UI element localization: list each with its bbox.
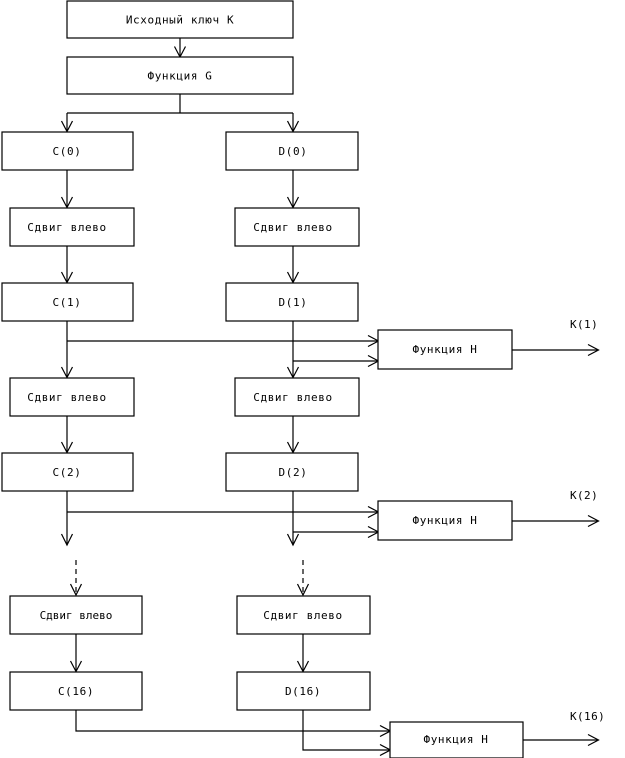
node-shift-d1[interactable]: Сдвиг влево [234, 207, 360, 247]
shift-d16-label: Сдвиг влево [263, 609, 342, 622]
shift-d1-box[interactable] [234, 207, 360, 247]
output-label-k2: K(2) [570, 489, 598, 502]
output-label-k1: K(1) [570, 318, 598, 331]
node-shift-d2[interactable]: Сдвиг влево [234, 377, 360, 417]
c16-label: C(16) [58, 685, 94, 698]
d2-box[interactable] [225, 452, 359, 492]
shift-d1-label: Сдвиг влево [253, 221, 332, 234]
function-h1-label: Функция H [412, 343, 477, 356]
node-c16[interactable]: C(16) [9, 671, 143, 711]
edge-shift16-to-d16 [296, 634, 310, 673]
edge-c2-to-h2 [67, 505, 380, 519]
edge-d16-to-h3 [302, 710, 392, 757]
edge-g-split [60, 94, 300, 133]
edge-d0-to-shift1 [286, 170, 300, 209]
node-c0[interactable]: C(0) [1, 131, 134, 171]
edge-d2-to-h2 [293, 525, 380, 539]
function-h1-box[interactable] [377, 329, 513, 370]
c16-box[interactable] [9, 671, 143, 711]
node-d1[interactable]: D(1) [225, 282, 359, 322]
d0-label: D(0) [279, 145, 308, 158]
function-g-box[interactable] [66, 56, 294, 95]
shift-d2-label: Сдвиг влево [253, 391, 332, 404]
node-d16[interactable]: D(16) [236, 671, 371, 711]
function-h3-label: Функция H [423, 733, 488, 746]
edge-shift1-to-c1 [60, 246, 74, 284]
node-shift-c16[interactable]: Сдвиг влево [9, 595, 143, 635]
shift-c2-box[interactable] [9, 377, 135, 417]
node-shift-d16[interactable]: Сдвиг влево [236, 595, 371, 635]
c2-label: C(2) [53, 466, 82, 479]
d0-box[interactable] [225, 131, 359, 171]
edge-h3-to-k16 [523, 733, 600, 747]
d16-label: D(16) [285, 685, 321, 698]
node-c2[interactable]: C(2) [1, 452, 134, 492]
shift-c1-box[interactable] [9, 207, 135, 247]
edge-h1-to-k1 [512, 343, 600, 357]
d2-label: D(2) [279, 466, 308, 479]
function-h2-box[interactable] [377, 500, 513, 541]
c1-label: C(1) [53, 296, 82, 309]
c1-box[interactable] [1, 282, 134, 322]
edge-c1-to-shift2 [60, 321, 74, 379]
function-h2-label: Функция H [412, 514, 477, 527]
d1-box[interactable] [225, 282, 359, 322]
node-shift-c1[interactable]: Сдвиг влево [9, 207, 135, 247]
edge-d1-to-h1 [293, 354, 380, 368]
node-d0[interactable]: D(0) [225, 131, 359, 171]
c2-box[interactable] [1, 452, 134, 492]
node-shift-c2[interactable]: Сдвиг влево [9, 377, 135, 417]
c0-label: C(0) [53, 145, 82, 158]
shift-c2-label: Сдвиг влево [27, 391, 106, 404]
edge-key-to-g [173, 38, 187, 59]
shift-d16-box[interactable] [236, 595, 371, 635]
edge-d1-to-shift2 [286, 321, 300, 379]
source-key-label: Исходный ключ K [126, 14, 234, 27]
node-function-h1[interactable]: Функция H [377, 329, 513, 370]
output-label-k16: K(16) [570, 710, 605, 723]
edge-c16-to-h3 [75, 710, 392, 738]
shift-c1-label: Сдвиг влево [27, 221, 106, 234]
c0-box[interactable] [1, 131, 134, 171]
node-function-h2[interactable]: Функция H [377, 500, 513, 541]
node-source-key[interactable]: Исходный ключ K [66, 0, 294, 39]
node-c1[interactable]: C(1) [1, 282, 134, 322]
edge-shift2-to-c2 [60, 416, 74, 454]
node-function-h3[interactable]: Функция H [389, 721, 524, 758]
d1-label: D(1) [279, 296, 308, 309]
function-g-label: Функция G [147, 70, 212, 83]
edge-shift16-to-c16 [69, 634, 83, 673]
d16-box[interactable] [236, 671, 371, 711]
edge-shift1-to-d1 [286, 246, 300, 284]
shift-c16-box[interactable] [9, 595, 143, 635]
edge-d2-to-shift16 [286, 491, 310, 597]
edge-c1-to-h1 [67, 334, 380, 348]
edge-c2-to-shift16 [60, 491, 83, 597]
shift-c16-label: Сдвиг влево [40, 609, 113, 622]
shift-d2-box[interactable] [234, 377, 360, 417]
source-key-box[interactable] [66, 0, 294, 39]
node-d2[interactable]: D(2) [225, 452, 359, 492]
edge-h2-to-k2 [512, 514, 600, 528]
edge-c0-to-shift1 [60, 170, 74, 209]
function-h3-box[interactable] [389, 721, 524, 758]
node-function-g[interactable]: Функция G [66, 56, 294, 95]
edge-shift2-to-d2 [286, 416, 300, 454]
